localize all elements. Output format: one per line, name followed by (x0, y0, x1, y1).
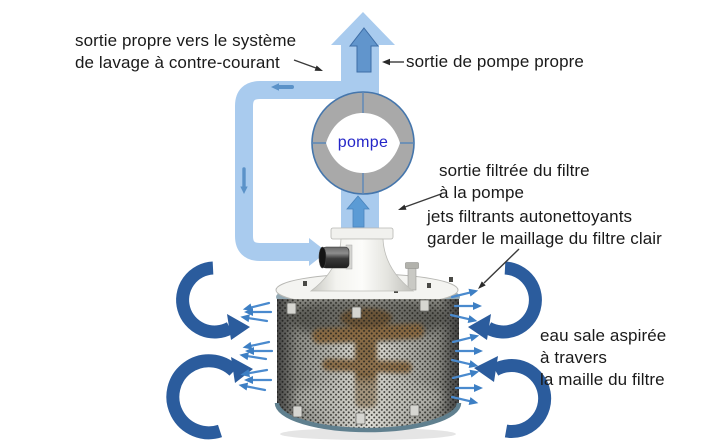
annotation-leader-arrows (293, 58, 520, 289)
swirl-bottom-left-icon (166, 354, 239, 440)
flow-left-arrow-icon (271, 83, 294, 91)
swirl-top-right-icon (484, 261, 542, 339)
inlet-nozzle (318, 244, 353, 270)
pump-circle (311, 91, 415, 195)
leader-filtered-arrow (404, 193, 442, 208)
filter-head (309, 227, 415, 292)
leader-jets-arrow (483, 248, 520, 284)
label-clean-outlet-backwash: sortie propre vers le système de lavage … (75, 31, 297, 72)
side-fitting (405, 262, 419, 291)
inlet-arrowhead-icon (309, 238, 327, 266)
flange (330, 227, 394, 240)
label-pump-outlet: sortie de pompe propre (406, 52, 584, 71)
flow-up-arrow-icon (348, 27, 380, 73)
flow-down-arrow-icon (240, 167, 248, 194)
basket-bottom-rim (274, 402, 462, 433)
suction-swirl-arrows (166, 261, 552, 440)
swirl-top-left-icon (176, 261, 234, 339)
filtered-flow-up-arrow-icon (346, 195, 370, 228)
label-filtered-outlet: sortie filtrée du filtre à la pompe (439, 161, 590, 202)
label-pump: pompe (337, 134, 389, 151)
swirl-bottom-right-icon (491, 359, 552, 438)
backwash-pipe (235, 81, 345, 266)
pump-chamber (326, 113, 400, 173)
label-cleaning-jets: jets filtrants autonettoyants garder le … (427, 207, 662, 248)
label-dirty-water-in: eau sale aspirée à travers la maille du … (540, 326, 667, 389)
filter-mesh-basket (274, 262, 462, 440)
leader-backwash-arrow (293, 59, 317, 69)
mesh-clips (286, 299, 430, 425)
